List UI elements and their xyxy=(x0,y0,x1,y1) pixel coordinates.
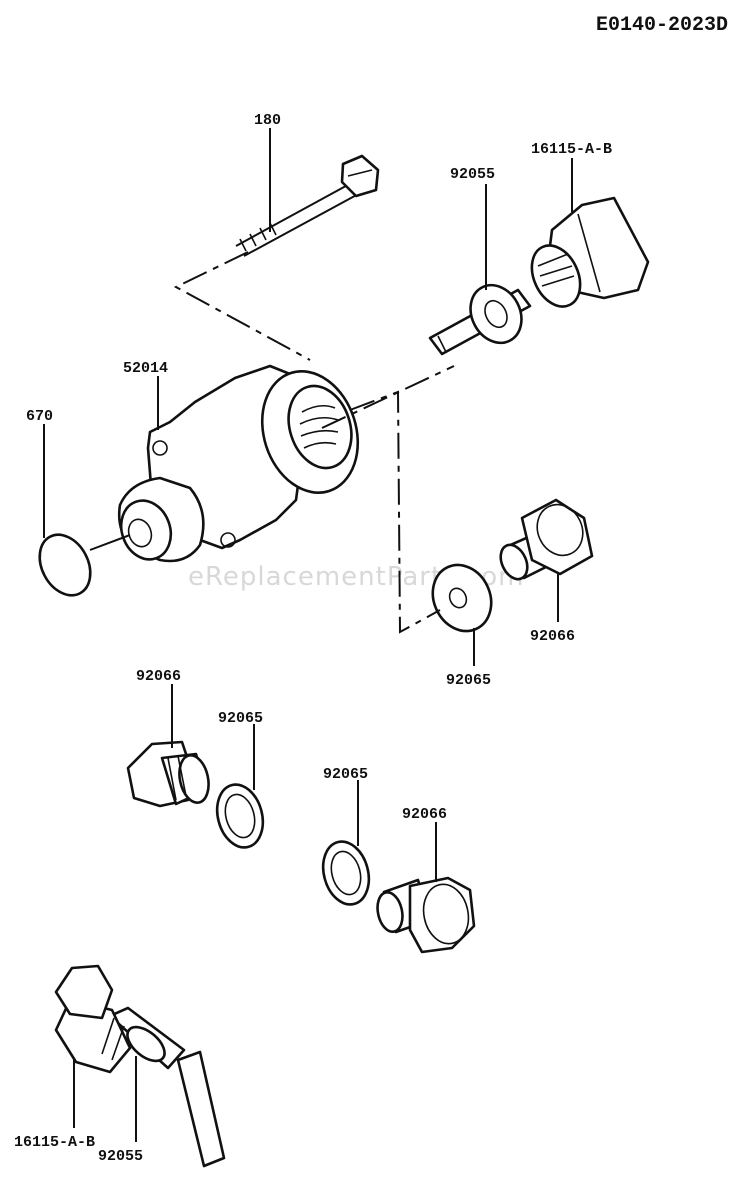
sensor-16115-top[interactable] xyxy=(428,196,650,356)
label-92066-mid: 92066 xyxy=(402,806,447,823)
label-92066-left: 92066 xyxy=(136,668,181,685)
label-92055-top: 92055 xyxy=(450,166,495,183)
label-670: 670 xyxy=(26,408,53,425)
pump-body-52014[interactable] xyxy=(113,359,373,567)
label-180: 180 xyxy=(254,112,281,129)
label-92066-right: 92066 xyxy=(530,628,575,645)
assembly-line-bolt xyxy=(173,251,311,361)
label-92055-bottom: 92055 xyxy=(98,1148,143,1165)
label-92065-right: 92065 xyxy=(446,672,491,689)
label-16115-bottom: 16115-A-B xyxy=(14,1134,95,1151)
washer-92065-mid[interactable] xyxy=(316,836,375,909)
label-92065-left: 92065 xyxy=(218,710,263,727)
label-16115-top: 16115-A-B xyxy=(531,141,612,158)
assembly-line-plug xyxy=(349,390,441,634)
label-92065-mid: 92065 xyxy=(323,766,368,783)
washer-92055-top[interactable] xyxy=(461,276,532,352)
plug-92066-left[interactable] xyxy=(126,740,213,808)
label-52014: 52014 xyxy=(123,360,168,377)
diagram-id: E0140-2023D xyxy=(595,14,728,37)
washer-92065-right[interactable] xyxy=(422,555,501,640)
plug-92066-right[interactable] xyxy=(496,497,594,583)
o-ring-670[interactable] xyxy=(30,526,131,604)
washer-92055-bottom[interactable] xyxy=(121,1021,170,1068)
plug-92066-mid[interactable] xyxy=(374,876,476,954)
assembly-line-sensor xyxy=(321,365,455,429)
washer-92065-left[interactable] xyxy=(210,779,269,852)
bolt-180[interactable] xyxy=(235,154,380,257)
